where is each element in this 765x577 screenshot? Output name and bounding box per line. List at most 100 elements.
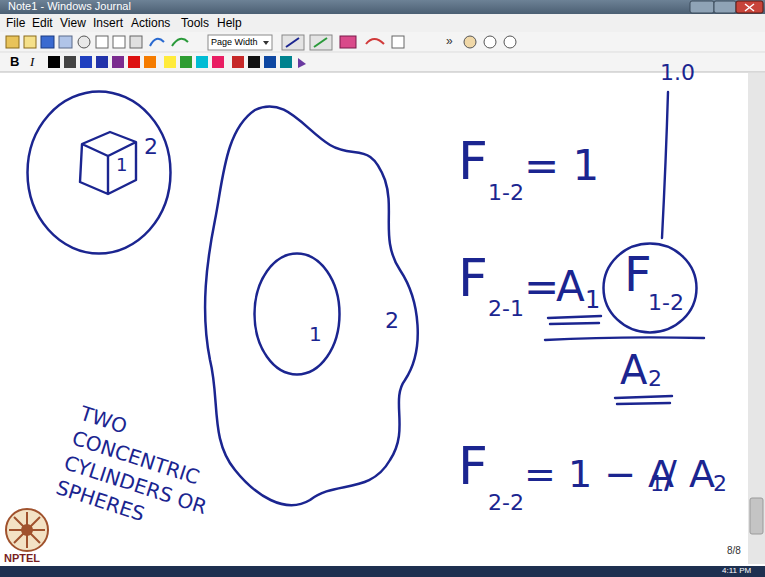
decoration bbox=[264, 56, 276, 68]
enclosure-circle-outline bbox=[26, 90, 172, 255]
decoration bbox=[6, 509, 48, 551]
decoration bbox=[366, 39, 384, 44]
fraction-bar bbox=[545, 337, 704, 340]
subscript: 1 bbox=[585, 288, 600, 312]
underline bbox=[617, 403, 670, 404]
decoration bbox=[41, 36, 54, 48]
inner-circle: 1 bbox=[253, 252, 341, 376]
decoration bbox=[180, 56, 192, 68]
node-label: 1 bbox=[309, 324, 322, 344]
decoration bbox=[6, 36, 19, 48]
scroll-thumb bbox=[750, 498, 763, 534]
bold-button: B bbox=[10, 55, 19, 68]
decoration bbox=[96, 36, 108, 48]
menu-item: Edit bbox=[32, 17, 53, 29]
decoration bbox=[196, 56, 208, 68]
menu-bar bbox=[0, 14, 765, 32]
decoration bbox=[128, 56, 140, 68]
window-title: Note1 - Windows Journal bbox=[8, 1, 131, 12]
enclosure-blob-outline bbox=[195, 100, 423, 510]
symbol: F bbox=[458, 252, 488, 304]
node-label: 2 bbox=[385, 310, 399, 332]
decoration bbox=[340, 36, 356, 48]
decoration bbox=[298, 58, 306, 68]
circled-term-stroke bbox=[604, 244, 697, 333]
logo-text: NPTEL bbox=[3, 553, 41, 564]
symbol: A bbox=[620, 350, 647, 390]
menu-item: Insert bbox=[93, 17, 123, 29]
taskbar bbox=[0, 566, 765, 577]
underline bbox=[548, 316, 601, 318]
decoration bbox=[212, 56, 224, 68]
decoration bbox=[232, 56, 244, 68]
decoration bbox=[484, 36, 496, 48]
nptel-logo bbox=[6, 509, 48, 551]
annotation: 1.0 bbox=[660, 62, 695, 84]
node-label: 1 bbox=[116, 156, 127, 174]
leader-curve bbox=[662, 92, 668, 238]
decoration bbox=[248, 56, 260, 68]
pen-color-swatches bbox=[48, 56, 306, 68]
minimize-button bbox=[690, 1, 714, 13]
cube-surface: 1 bbox=[76, 128, 140, 198]
decoration bbox=[24, 36, 36, 48]
decoration bbox=[280, 56, 292, 68]
ink-strokes bbox=[545, 92, 704, 404]
symbol: F bbox=[458, 135, 488, 187]
toolbar-divider bbox=[0, 52, 765, 53]
decoration bbox=[310, 35, 332, 50]
decoration bbox=[314, 38, 327, 47]
decoration bbox=[263, 41, 269, 45]
title-bar bbox=[0, 0, 765, 14]
decoration bbox=[464, 36, 476, 48]
subscript: 1 bbox=[650, 473, 664, 495]
menu-item: File bbox=[6, 17, 25, 29]
close-glyph bbox=[745, 4, 754, 11]
italic-button: I bbox=[30, 55, 34, 68]
page-number: 8/8 bbox=[727, 546, 741, 556]
decoration bbox=[144, 56, 156, 68]
inner-circle-stroke bbox=[255, 254, 340, 375]
decoration bbox=[21, 524, 33, 536]
decoration bbox=[164, 56, 176, 68]
toolbar-overflow: » bbox=[446, 35, 453, 47]
cube-surface-stroke bbox=[80, 132, 136, 194]
equation-text: = 1 bbox=[524, 145, 599, 187]
circled-term: F1-2 bbox=[602, 242, 698, 334]
subscript: 2 bbox=[648, 368, 662, 390]
menu-item: View bbox=[60, 17, 86, 29]
scrollbar bbox=[748, 73, 765, 564]
decoration bbox=[172, 39, 188, 46]
decoration bbox=[150, 39, 164, 46]
decoration bbox=[112, 56, 124, 68]
decoration bbox=[208, 35, 272, 50]
decoration bbox=[78, 36, 90, 48]
subscript: 2-1 bbox=[488, 298, 524, 320]
subscript: 1-2 bbox=[488, 182, 524, 204]
handwritten-note: TWO CONCENTRIC CYLINDERS OR SPHERES bbox=[53, 400, 228, 545]
decoration bbox=[113, 36, 125, 48]
decoration bbox=[130, 36, 142, 48]
symbol: A bbox=[556, 266, 585, 308]
enclosure-blob-stroke bbox=[205, 106, 418, 505]
subscript: 2-2 bbox=[488, 492, 524, 514]
menu-item: Tools bbox=[181, 17, 209, 29]
zoom-dropdown-text: Page Width bbox=[211, 38, 258, 47]
close-button bbox=[736, 1, 763, 13]
decoration bbox=[282, 35, 304, 50]
decoration bbox=[64, 56, 76, 68]
close-glyph bbox=[745, 4, 754, 11]
enclosure-circle-stroke bbox=[28, 92, 171, 254]
decoration bbox=[286, 38, 299, 47]
toolbar-divider bbox=[0, 72, 765, 73]
inner-circle-outline bbox=[253, 252, 341, 376]
toolbar-icons bbox=[6, 35, 516, 50]
decoration bbox=[96, 56, 108, 68]
decoration bbox=[59, 36, 72, 48]
equation-text: / A bbox=[664, 455, 715, 493]
decoration bbox=[80, 56, 92, 68]
node-label: 1-2 bbox=[648, 292, 684, 314]
enclosure-circle: 21 bbox=[26, 90, 172, 255]
equation-text: = bbox=[524, 266, 559, 308]
